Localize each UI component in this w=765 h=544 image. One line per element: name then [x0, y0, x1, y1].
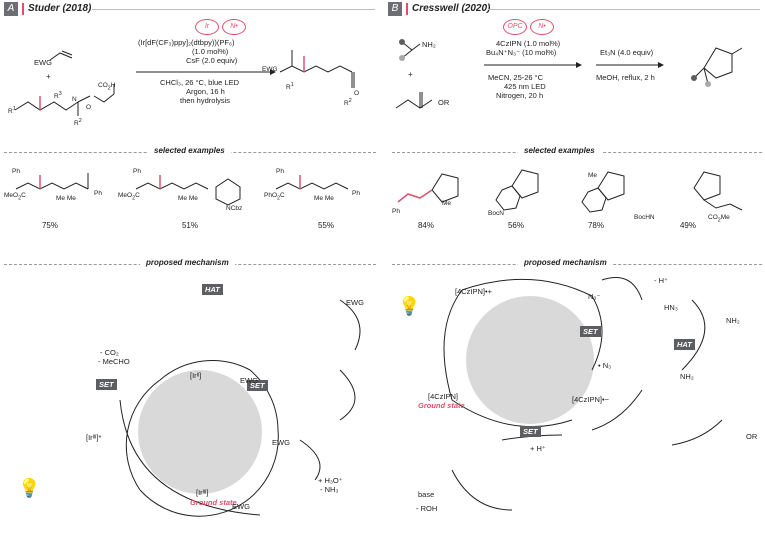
set-b-1: SET	[580, 326, 601, 337]
amine-label: NH₂	[422, 40, 436, 49]
yield-a-3: 55%	[317, 221, 334, 230]
amine-structure	[399, 39, 421, 61]
panel-b-rule	[488, 9, 760, 10]
ground-state-b: Ground state	[418, 401, 465, 410]
conditions-a-1: CHCl₃, 26 °C, blue LED	[160, 78, 239, 87]
amine-label-mech: NH₂	[726, 316, 740, 325]
ir-catalyst-badge: Ir	[195, 19, 219, 35]
additive-b: Bu₄N⁺N₃⁻ (10 mol%)	[486, 48, 557, 57]
hn3-label: HN₃	[664, 303, 678, 312]
vinyl-bond	[49, 50, 73, 61]
panel-a-title: Studer (2018)	[28, 3, 92, 14]
yield-b-1: 84%	[417, 221, 434, 230]
conditions-b-2: 425 nm LED	[504, 82, 546, 91]
mechanism-a-arrows	[119, 299, 361, 517]
plus-h: + H⁺	[530, 444, 546, 453]
proposed-mechanism-b: proposed mechanism	[518, 258, 613, 267]
aminyl-radical-label: NH₂	[680, 372, 694, 381]
panel-a-accent-bar	[22, 3, 24, 15]
product-a-structure	[279, 50, 355, 88]
step2-conditions: MeOH, reflux, 2 h	[596, 73, 655, 82]
azide-anion: N₃⁻	[588, 292, 601, 301]
reaction-arrow-b2	[596, 62, 664, 68]
panel-a-rule	[92, 9, 375, 10]
conditions-b-3: Nitrogen, 20 h	[496, 91, 544, 100]
hydrolysis-nh3: - NH₃	[320, 485, 339, 494]
conditions-b-1: MeCN, 25-26 °C	[488, 73, 544, 82]
hydrolysis-h3o: + H₃O⁺	[318, 476, 343, 485]
yield-a-1: 75%	[41, 221, 58, 230]
yield-b-2: 56%	[507, 221, 524, 230]
hat-a: HAT	[202, 284, 223, 295]
ewg-product-label: EWG	[232, 502, 250, 511]
product-ewg-label: EWG	[262, 66, 278, 73]
minus-h: - H⁺	[654, 276, 668, 285]
ewg-label: EWG	[34, 58, 52, 67]
oxime-ester-structure	[14, 84, 115, 116]
step2-reagent: Et₃N (4.0 equiv)	[600, 48, 654, 57]
catalyst-a: (Ir[dF(CF₃)ppy]₂(dtbpy))(PF₆)	[138, 38, 235, 47]
ground-state-a: Ground state	[190, 498, 237, 507]
selected-examples-a: selected examples	[148, 146, 231, 155]
byproduct-mecho: - MeCHO	[98, 357, 130, 366]
acrylate-structure	[395, 92, 433, 109]
catalyst-circle-a	[138, 370, 262, 494]
opc-badge: OPC	[503, 19, 527, 35]
hat-b: HAT	[674, 339, 695, 350]
reaction-arrow-b1	[484, 62, 582, 68]
ir-ii-label: [Irᴵᴵ]	[190, 371, 202, 380]
cat-radical-anion: [4CzIPN]•−	[572, 395, 610, 404]
radical-badge-b: N•	[530, 19, 554, 35]
loading-a: (1.0 mol%)	[192, 47, 229, 56]
examples-a-structures	[15, 173, 349, 206]
acrylate-or-mech: OR	[746, 432, 758, 441]
panel-a-badge: A	[4, 2, 18, 16]
plus-b: +	[408, 70, 413, 79]
yield-b-4: 49%	[679, 221, 696, 230]
set-a-2: SET	[247, 380, 268, 391]
panel-b-badge: B	[388, 2, 402, 16]
panel-b-title: Cresswell (2020)	[412, 3, 491, 14]
examples-b-structures	[397, 169, 743, 213]
cat-radical-cation: [4CzIPN]•+	[455, 287, 493, 296]
set-a-1: SET	[96, 379, 117, 390]
panel-b-accent-bar	[406, 3, 408, 15]
ir-iii-star-label: [Irᴵᴵᴵ]*	[86, 433, 102, 442]
minus-roh: - ROH	[416, 504, 438, 513]
lightbulb-icon-a: 💡	[18, 478, 41, 498]
plus-a: +	[46, 72, 51, 81]
catalyst-b: 4CzIPN (1.0 mol%)	[496, 39, 561, 48]
reaction-arrow-a	[136, 69, 276, 75]
yield-b-3: 78%	[587, 221, 604, 230]
ir-iii-label: [Irᴵᴵᴵ]	[196, 488, 209, 497]
radical-badge-a: N•	[222, 19, 246, 35]
set-b-2: SET	[520, 426, 541, 437]
acrylate-or-label: OR	[438, 98, 450, 107]
ewg-alkene-label: EWG	[346, 298, 364, 307]
conditions-a-3: then hydrolysis	[180, 96, 231, 105]
azide-radical: • N₃	[598, 361, 612, 370]
additive-a: CsF (2.0 equiv)	[186, 56, 238, 65]
lactam-product-b	[691, 47, 743, 87]
byproduct-co2: - CO₂	[100, 348, 119, 357]
ewg-radical-label: EWG	[240, 376, 258, 385]
cat-ground: [4CzIPN]	[428, 392, 459, 401]
selected-examples-b: selected examples	[518, 146, 601, 155]
catalyst-circle-b	[466, 296, 594, 424]
lightbulb-icon-b: 💡	[398, 296, 421, 316]
proposed-mechanism-a: proposed mechanism	[140, 258, 235, 267]
ewg-anion-label: EWG	[272, 438, 290, 447]
mechanism-b-arrows	[443, 277, 723, 511]
yield-a-2: 51%	[181, 221, 198, 230]
base-label: base	[418, 490, 435, 499]
conditions-a-2: Argon, 16 h	[186, 87, 225, 96]
